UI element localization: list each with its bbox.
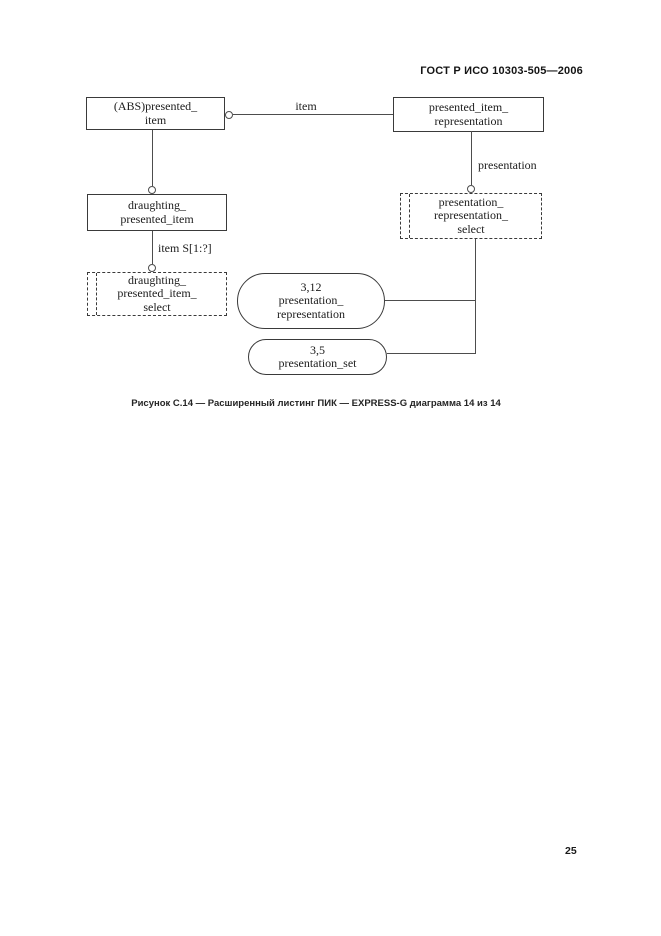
figure-caption: Рисунок С.14 — Расширенный листинг ПИК —… [131, 398, 501, 409]
attr-label-item: item [295, 99, 317, 113]
pageref-presentation-set: 3,5 presentation_set [248, 339, 387, 375]
entity-label-line: representation_ [434, 208, 508, 223]
document-header: ГОСТ Р ИСО 10303-505—2006 [420, 65, 583, 77]
connector-item-line [233, 114, 393, 116]
select-box-draughting-presented-item-select: draughting_ presented_item_ select [87, 272, 227, 316]
entity-label-line: presented_item [120, 211, 194, 226]
attr-label-item-set: item S[1:?] [158, 241, 212, 255]
entity-label-line: select [143, 299, 171, 314]
relationship-circle [148, 264, 156, 272]
entity-label-line: presented_item_ [428, 100, 509, 114]
entity-box-presented-item-representation: presented_item_ representation [393, 97, 544, 132]
entity-label-line: draughting_ [128, 272, 186, 287]
select-box-presentation-representation-select: presentation_ representation_ select [400, 193, 542, 239]
connector-pageref1-line [385, 300, 475, 302]
pageref-presentation-representation: 3,12 presentation_ representation [237, 273, 385, 329]
connector-abs-to-draughting-line [152, 130, 154, 186]
relationship-circle [225, 111, 233, 119]
relationship-circle [148, 186, 156, 194]
entity-label-line: presented_item_ [117, 286, 197, 301]
page-number: 25 [565, 845, 577, 857]
attr-label-presentation: presentation [478, 158, 537, 172]
entity-label-line: presentation_ [438, 194, 504, 209]
entity-label-line: item [144, 112, 167, 127]
select-type-bar [96, 273, 97, 315]
connector-pageref2-line [387, 353, 475, 355]
pageref-number: 3,5 [310, 342, 325, 357]
entity-label-line: draughting_ [128, 198, 186, 212]
connector-select-to-refs-line [475, 239, 477, 354]
select-type-bar [409, 194, 410, 238]
entity-label-line: representation [277, 306, 345, 321]
entity-label-line: presentation_ [278, 293, 344, 308]
entity-label-line: presentation_set [278, 356, 357, 370]
entity-box-abs-presented-item: (ABS)presented_ item [86, 97, 225, 130]
connector-presentation-line [471, 131, 473, 185]
connector-item-set-line [152, 231, 154, 264]
relationship-circle [467, 185, 475, 193]
entity-box-draughting-presented-item: draughting_ presented_item [87, 194, 227, 231]
entity-label-line: representation [434, 113, 503, 128]
entity-label-line: select [457, 221, 485, 236]
entity-label-line: (ABS)presented_ [113, 99, 198, 113]
pageref-number: 3,12 [300, 279, 322, 294]
